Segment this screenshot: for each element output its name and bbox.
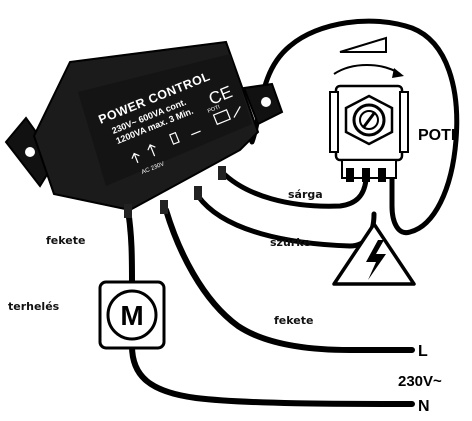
potentiometer (329, 36, 409, 182)
wire-label-black-top: fekete (46, 234, 85, 247)
mount-hole-right (261, 97, 271, 107)
rotation-arrow-icon (333, 64, 404, 78)
pin-2 (160, 200, 168, 214)
module-face (78, 54, 252, 186)
mains-line-label: L (418, 343, 428, 360)
black-wire-line (163, 207, 415, 353)
mains-voltage-label: 230V~ (398, 373, 442, 390)
module-poti-label: POTI (207, 104, 222, 115)
poti-pin-3 (378, 168, 386, 182)
motor-symbol: M (120, 300, 143, 331)
poti-side-right (399, 91, 409, 153)
mount-hole-left (25, 147, 35, 157)
high-voltage-warning-icon (332, 222, 416, 286)
motor: M (98, 280, 166, 350)
poti-side-left (329, 91, 339, 153)
pin-3 (194, 186, 202, 200)
yellow-wire (219, 169, 369, 209)
wire-label-yellow: sárga (288, 188, 323, 201)
poti-slot (361, 111, 377, 129)
motor-circle (106, 289, 158, 341)
black-wire-motor (125, 207, 135, 287)
load-label: terhelés (8, 300, 60, 313)
poti-label: POTI (418, 127, 455, 144)
module-schematic-icon (131, 106, 241, 164)
pin-4 (218, 166, 226, 180)
pin-1 (124, 204, 132, 218)
triangle-ramp-icon (339, 36, 387, 53)
mains-neutral-label: N (418, 398, 430, 415)
poti-pin-2 (362, 168, 370, 182)
wire-label-grey: szürke (270, 236, 311, 249)
wire-label-black-right: fekete (274, 314, 313, 327)
poti-pin-1 (346, 168, 354, 182)
neutral-wire (129, 343, 415, 407)
poti-loop-wire (249, 18, 460, 236)
power-control-module: POWER CONTROL 230V~ 600VA cont. 1200VA m… (4, 40, 284, 218)
